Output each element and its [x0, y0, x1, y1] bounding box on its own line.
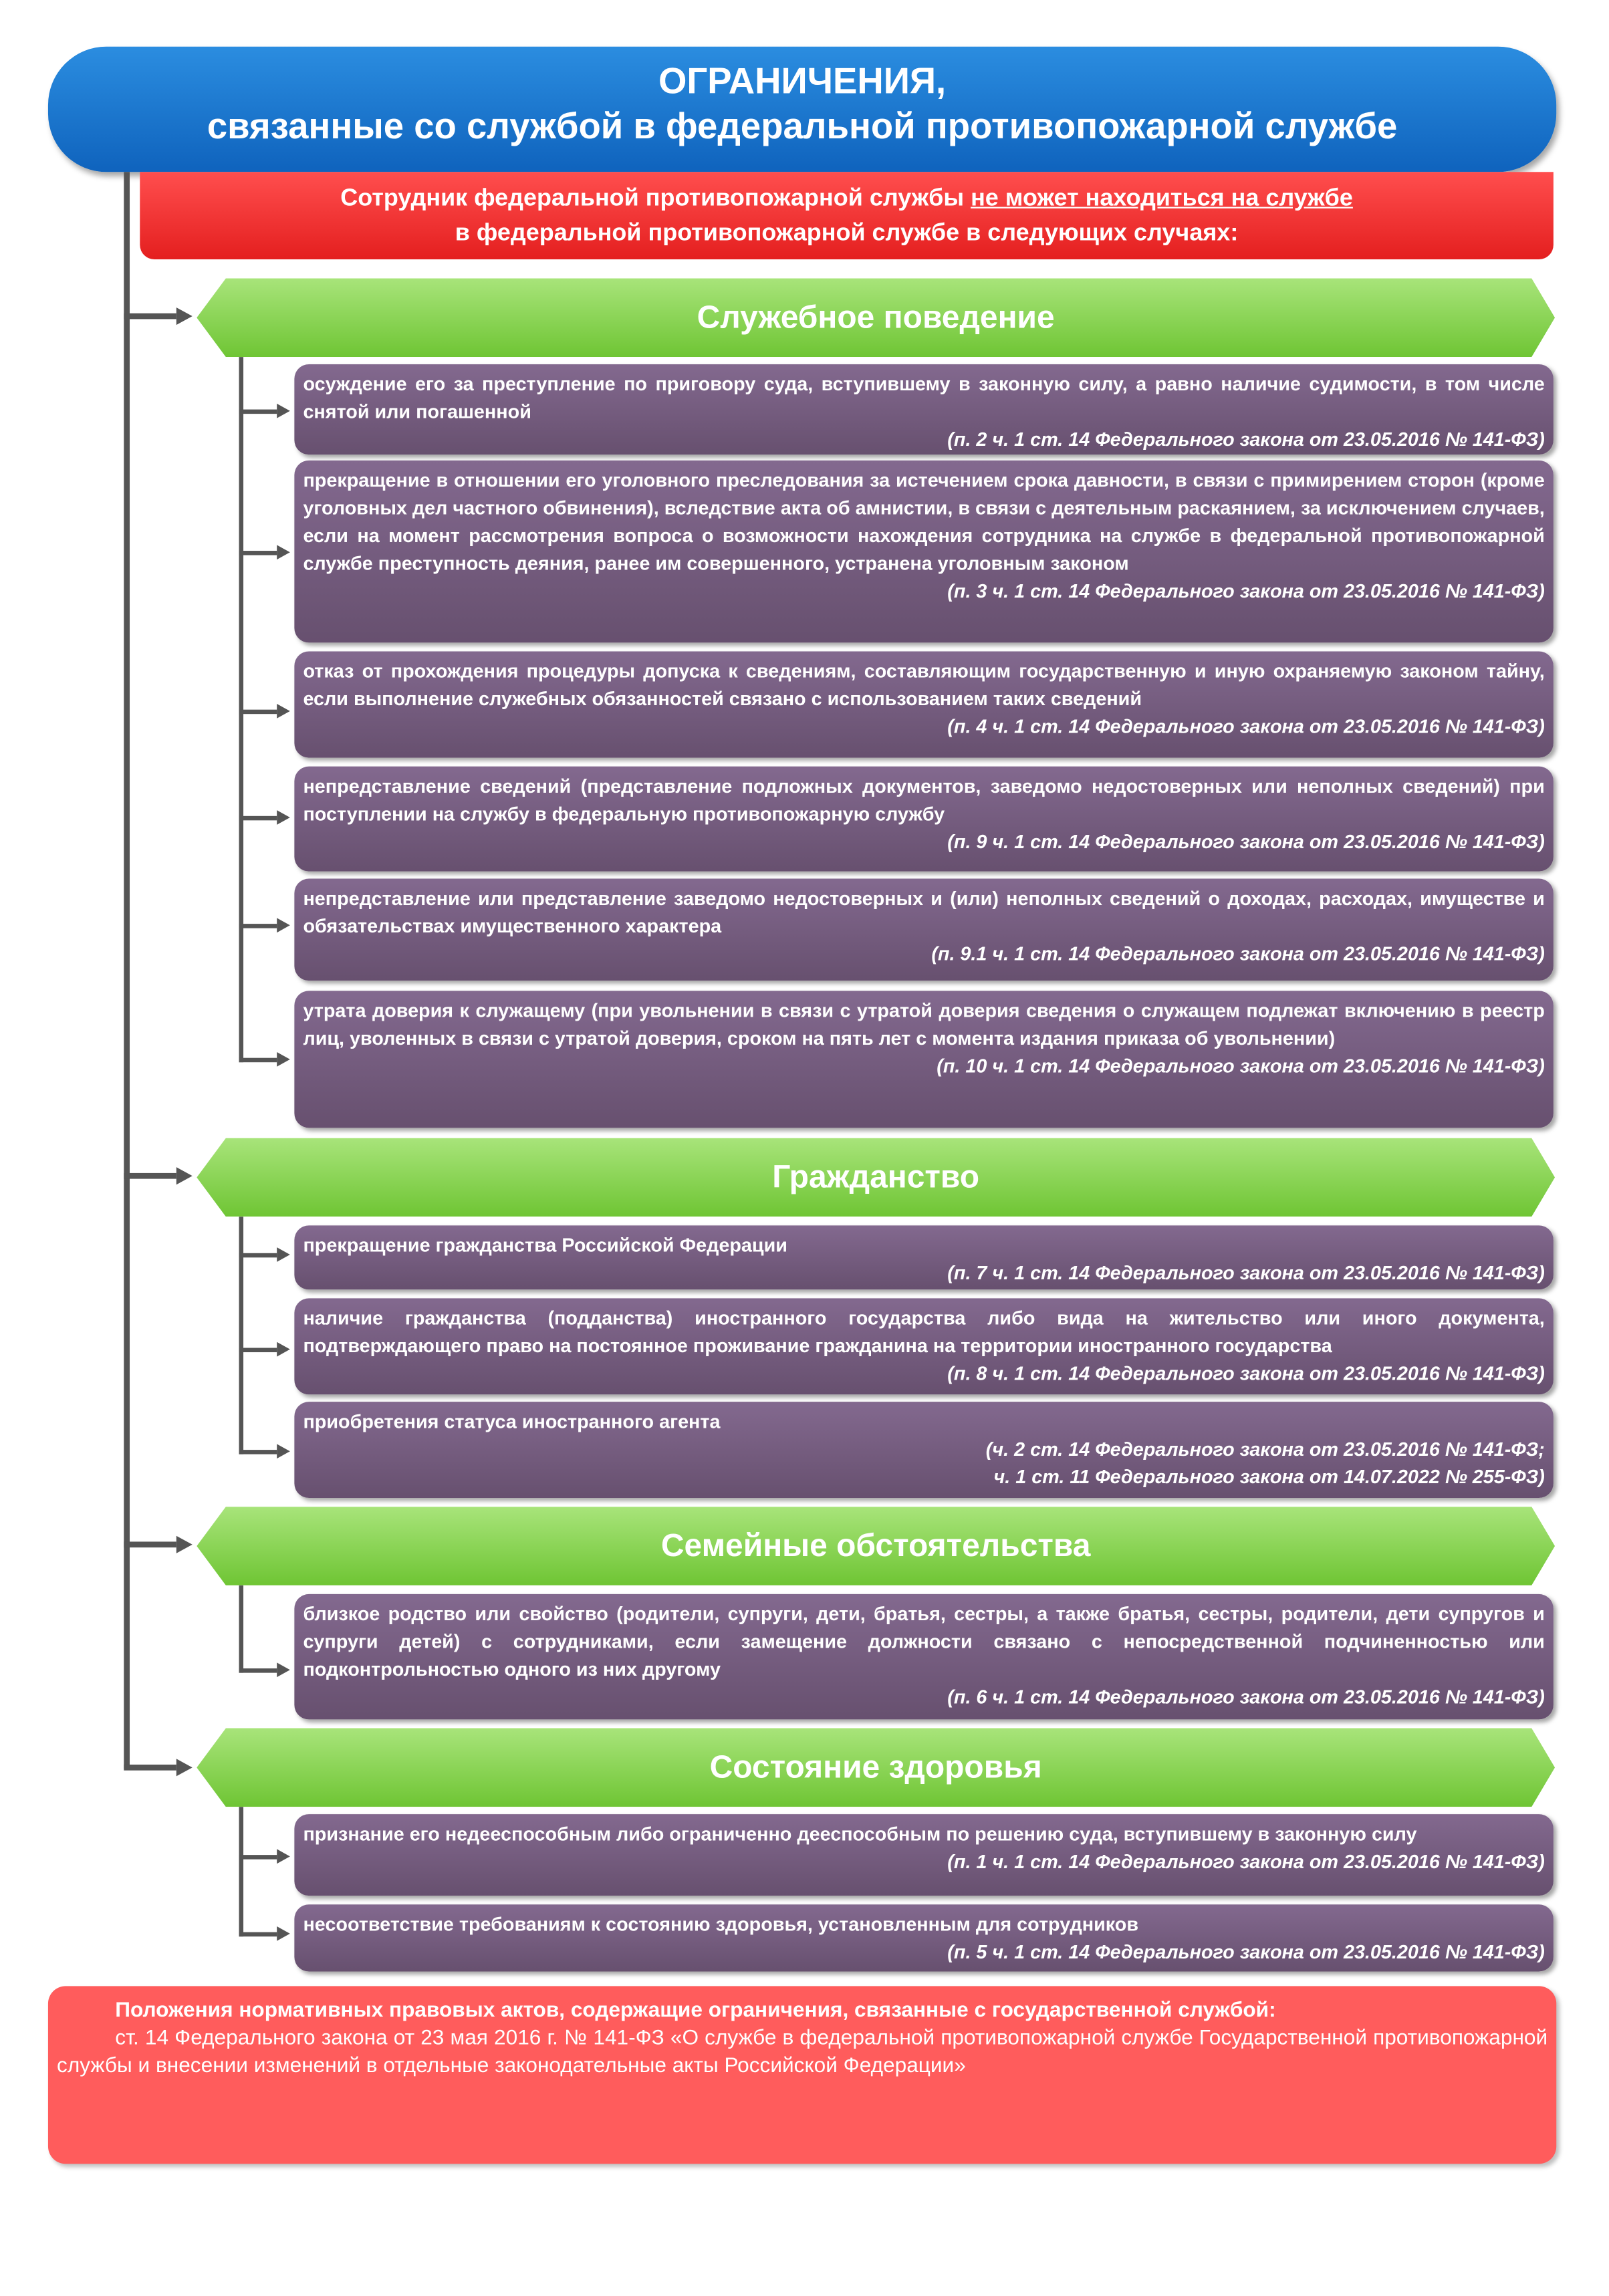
item-text: близкое родство или свойство (родители, … [303, 1603, 1545, 1680]
restriction-item: прекращение гражданства Российской Федер… [294, 1225, 1554, 1290]
sub-branch-arrow [277, 545, 290, 560]
section-header-conduct: Служебное поведение [197, 278, 1555, 357]
item-text: отказ от прохождения процедуры допуска к… [303, 660, 1545, 710]
banner-line-1: Сотрудник федеральной противопожарной сл… [140, 180, 1554, 215]
title-line-2: связанные со службой в федеральной проти… [207, 106, 1398, 148]
sub-branch-arrow [277, 1051, 290, 1067]
main-connector-line [124, 172, 130, 1769]
item-legal-reference: (п. 6 ч. 1 ст. 14 Федерального закона от… [947, 1686, 1545, 1708]
restriction-item: несоответствие требованиям к состоянию з… [294, 1904, 1554, 1972]
item-legal-reference: (п. 3 ч. 1 ст. 14 Федерального закона от… [947, 580, 1545, 602]
branch-arrow-2 [176, 1167, 193, 1185]
legal-basis-note: Положения нормативных правовых актов, со… [47, 1986, 1557, 2164]
item-text: наличие гражданства (подданства) иностра… [303, 1307, 1545, 1357]
note-heading: Положения нормативных правовых актов, со… [115, 1999, 1276, 2023]
sub-branch-arrow [277, 1444, 290, 1459]
item-text: непредставление или представление заведо… [303, 887, 1545, 937]
sub-branch-line [239, 1253, 277, 1258]
restriction-item: близкое родство или свойство (родители, … [294, 1593, 1554, 1720]
sub-branch-line [239, 924, 277, 928]
restriction-item: непредставление сведений (представление … [294, 766, 1554, 872]
item-text: несоответствие требованиям к состоянию з… [303, 1913, 1139, 1936]
item-text: непредставление сведений (представление … [303, 775, 1545, 825]
item-legal-reference: (п. 4 ч. 1 ст. 14 Федерального закона от… [947, 715, 1545, 738]
item-text: приобретения статуса иностранного агента [303, 1410, 721, 1432]
item-legal-reference: (ч. 2 ст. 14 Федерального закона от 23.0… [985, 1438, 1545, 1460]
sub-branch-arrow [277, 1342, 290, 1357]
sub-connector-family [239, 1585, 244, 1673]
title-line-1: ОГРАНИЧЕНИЯ, [658, 61, 947, 102]
sub-branch-line [239, 1348, 277, 1353]
sub-branch-arrow [277, 703, 290, 719]
branch-line-2 [124, 1172, 176, 1179]
sub-connector-citizenship [239, 1217, 244, 1454]
sub-branch-line [239, 1932, 277, 1937]
item-text: утрата доверия к служащему (при увольнен… [303, 999, 1545, 1049]
item-legal-reference-2: ч. 1 ст. 11 Федерального закона от 14.07… [993, 1466, 1545, 1488]
sub-connector-health [239, 1807, 244, 1937]
item-legal-reference: (п. 9.1 ч. 1 ст. 14 Федерального закона … [931, 942, 1545, 965]
banner-emphasis: не может находиться на службе [971, 184, 1353, 212]
banner-line-2: в федеральной противопожарной службе в с… [455, 220, 1239, 247]
item-legal-reference: (п. 7 ч. 1 ст. 14 Федерального закона от… [947, 1261, 1545, 1284]
branch-line-4 [124, 1764, 176, 1771]
item-legal-reference: (п. 5 ч. 1 ст. 14 Федерального закона от… [947, 1940, 1545, 1963]
sub-branch-line [239, 815, 277, 821]
restriction-item: приобретения статуса иностранного агента… [294, 1402, 1554, 1499]
item-legal-reference: (п. 1 ч. 1 ст. 14 Федерального закона от… [947, 1850, 1545, 1873]
sub-branch-arrow [277, 1849, 290, 1864]
sub-branch-line [239, 1450, 277, 1454]
restriction-item: утрата доверия к служащему (при увольнен… [294, 991, 1554, 1128]
restriction-item: отказ от прохождения процедуры допуска к… [294, 651, 1554, 758]
branch-line-3 [124, 1541, 176, 1548]
item-text: осуждение его за преступление по пригово… [303, 373, 1545, 423]
branch-line-1 [124, 313, 176, 320]
intro-banner: Сотрудник федеральной противопожарной сл… [140, 172, 1554, 260]
sub-branch-arrow [277, 1247, 290, 1262]
sub-branch-arrow [277, 1662, 290, 1678]
branch-arrow-1 [176, 307, 193, 326]
item-legal-reference: (п. 9 ч. 1 ст. 14 Федерального закона от… [947, 830, 1545, 853]
page-title: ОГРАНИЧЕНИЯ, связанные со службой в феде… [47, 46, 1557, 172]
sub-branch-arrow [277, 403, 290, 418]
sub-branch-arrow [277, 1926, 290, 1941]
item-text: прекращение в отношении его уголовного п… [303, 469, 1545, 574]
item-text: признание его недееспособным либо ограни… [303, 1823, 1417, 1845]
sub-branch-line [239, 709, 277, 715]
sub-branch-arrow [277, 918, 290, 933]
section-header-health: Состояние здоровья [197, 1728, 1555, 1807]
sub-branch-line [239, 1668, 277, 1673]
item-legal-reference: (п. 2 ч. 1 ст. 14 Федерального закона от… [947, 428, 1545, 451]
branch-arrow-3 [176, 1535, 193, 1553]
item-text: прекращение гражданства Российской Федер… [303, 1234, 787, 1257]
sub-branch-line [239, 409, 277, 414]
banner-text-1: Сотрудник федеральной противопожарной сл… [340, 184, 971, 212]
section-header-family: Семейные обстоятельства [197, 1507, 1555, 1585]
restriction-item: прекращение в отношении его уголовного п… [294, 460, 1554, 643]
item-legal-reference: (п. 8 ч. 1 ст. 14 Федерального закона от… [947, 1362, 1545, 1384]
restriction-item: признание его недееспособным либо ограни… [294, 1814, 1554, 1896]
sub-branch-arrow [277, 810, 290, 825]
sub-branch-line [239, 1057, 277, 1063]
sub-branch-line [239, 1855, 277, 1860]
item-legal-reference: (п. 10 ч. 1 ст. 14 Федерального закона о… [937, 1055, 1545, 1077]
restriction-item: осуждение его за преступление по пригово… [294, 364, 1554, 455]
branch-arrow-4 [176, 1759, 193, 1777]
note-body: ст. 14 Федерального закона от 23 мая 201… [57, 2027, 1548, 2078]
restriction-item: наличие гражданства (подданства) иностра… [294, 1298, 1554, 1395]
sub-branch-line [239, 551, 277, 555]
section-header-citizenship: Гражданство [197, 1138, 1555, 1217]
restriction-item: непредставление или представление заведо… [294, 878, 1554, 981]
